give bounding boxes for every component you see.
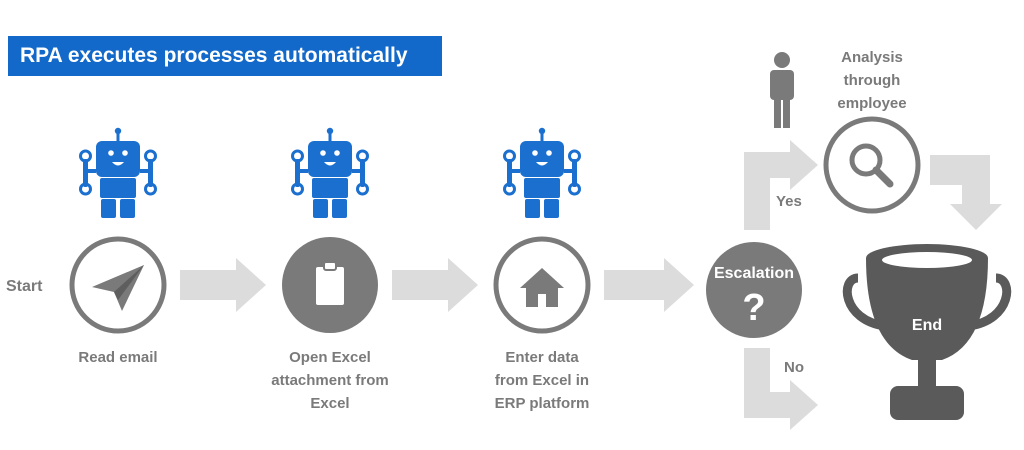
escalation-label: Escalation [714, 265, 794, 282]
robot-icon [291, 126, 369, 220]
escalation-node [706, 242, 802, 338]
arrow-no-branch [744, 348, 818, 430]
robot-icon [79, 126, 157, 220]
end-label: End [912, 317, 942, 334]
person-icon [770, 52, 794, 128]
open-excel-label: Open Excel attachment from Excel [271, 349, 389, 412]
step-read-email [69, 236, 167, 334]
arrow-yes-branch [744, 140, 818, 230]
yes-label: Yes [776, 193, 802, 210]
step-enter-data [493, 236, 591, 334]
start-label: Start [6, 278, 43, 295]
arrow-right [604, 258, 694, 312]
arrow-right [180, 258, 266, 312]
enter-data-label: Enter data from Excel in ERP platform [494, 349, 590, 412]
no-label: No [784, 359, 804, 376]
read-email-label: Read email [78, 349, 158, 366]
step-open-excel [282, 237, 378, 333]
robot-icon [503, 126, 581, 220]
home-icon [520, 268, 564, 307]
trophy-icon [842, 244, 1012, 420]
clipboard-icon [316, 261, 344, 305]
step-analysis [823, 116, 921, 214]
magnifier-icon [849, 143, 894, 188]
arrow-to-end [930, 155, 1002, 230]
question-icon: ? [742, 287, 765, 329]
arrow-right [392, 258, 478, 312]
page-title: RPA executes processes automatically [8, 36, 442, 76]
paper-plane-icon [92, 265, 144, 311]
analysis-label: Analysis through employee [837, 49, 907, 112]
